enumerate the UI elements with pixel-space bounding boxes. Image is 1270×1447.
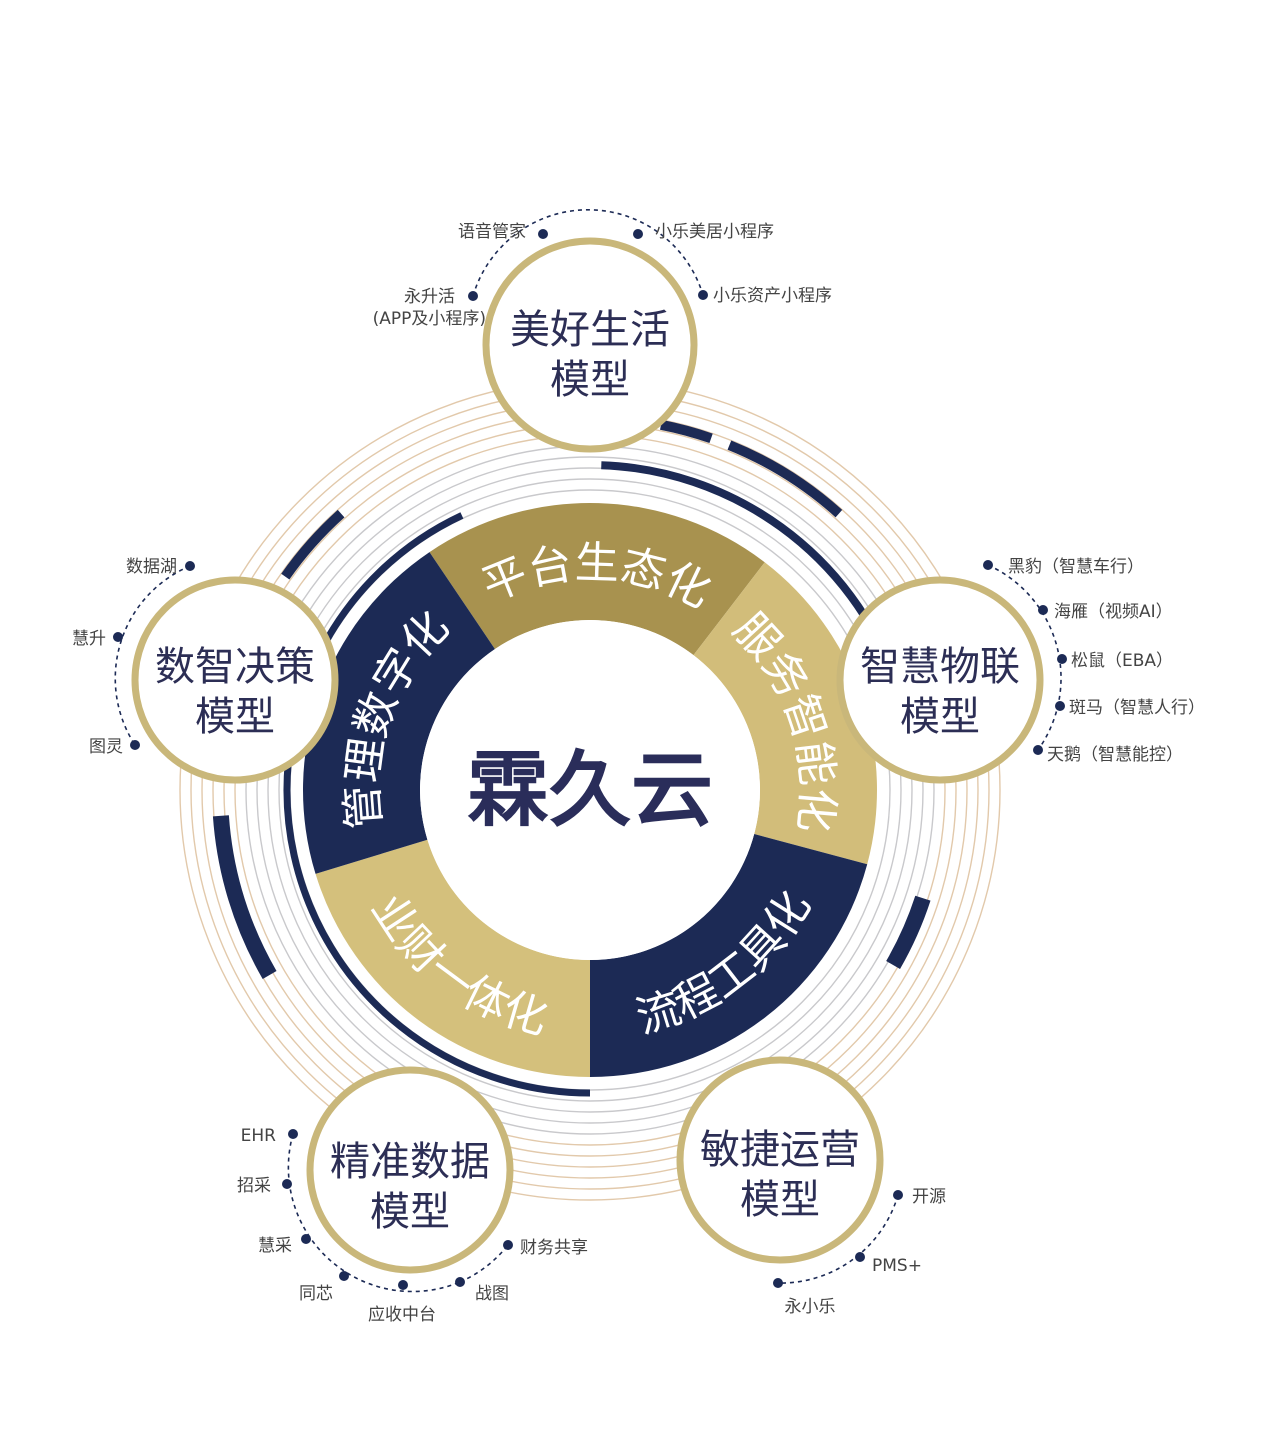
model-circle (482, 237, 698, 453)
item-label: 战图 (475, 1284, 509, 1304)
item-label: 斑马（智慧人行） (1069, 698, 1205, 718)
accent-arc (281, 509, 345, 580)
item-label: 开源 (912, 1187, 946, 1207)
ring-segment (693, 562, 877, 865)
model-decision: 数智决策 模型 数据湖 慧升 图灵 (72, 557, 339, 784)
dot-icon (130, 740, 140, 750)
dot-icon (1038, 605, 1048, 615)
connector-dashed-arc (777, 1194, 899, 1284)
dot-icon (503, 1240, 513, 1250)
dot-icon (301, 1234, 311, 1244)
dot-icon (185, 561, 195, 571)
dot-icon (113, 632, 123, 642)
item-label: 永升活 (404, 287, 455, 307)
item-label: 数据湖 (126, 557, 177, 577)
dot-icon (282, 1179, 292, 1189)
model-iot: 智慧物联 模型 黑豹（智慧车行） 海雁（视频AI） 松鼠（EBA） 斑马（智慧人… (836, 557, 1205, 784)
model-life: 美好生活 模型 语音管家 小乐美居小程序 小乐资产小程序 永升活 (APP及小程… (373, 208, 832, 453)
dot-icon (1055, 701, 1065, 711)
item-label: EHR (241, 1126, 277, 1146)
item-label: 财务共享 (520, 1238, 588, 1258)
connector-dashed-arc (114, 565, 191, 746)
dot-icon (288, 1129, 298, 1139)
item-label: 小乐资产小程序 (713, 286, 832, 306)
model-title: 敏捷运营 (700, 1127, 860, 1173)
dot-icon (633, 229, 643, 239)
center-circle (420, 620, 760, 960)
ring-segment (429, 503, 765, 656)
ring-line (278, 478, 902, 1102)
ring-segment (590, 833, 868, 1077)
model-title: 精准数据 (330, 1139, 490, 1185)
model-title: 美好生活 (510, 307, 670, 353)
item-label: PMS+ (872, 1256, 922, 1276)
item-label: (APP及小程序) (373, 309, 486, 329)
model-circle (836, 576, 1044, 784)
model-subtitle: 模型 (195, 694, 275, 740)
dot-icon (468, 291, 478, 301)
dot-icon (1033, 745, 1043, 755)
model-subtitle: 模型 (900, 694, 980, 740)
accent-arc (212, 815, 277, 979)
item-label: 慧采 (258, 1236, 292, 1256)
dot-icon (1057, 654, 1067, 664)
model-circle (306, 1066, 514, 1274)
dot-icon (983, 560, 993, 570)
ring-segment (315, 839, 590, 1077)
accent-arc (886, 895, 931, 970)
dot-icon (398, 1280, 408, 1290)
center-title: 霖久云 (467, 743, 713, 838)
ring-line (256, 456, 924, 1124)
item-label: 海雁（视频AI） (1054, 602, 1173, 622)
model-ops: 敏捷运营 模型 开源 PMS+ 永小乐 (676, 1056, 946, 1317)
model-subtitle: 模型 (740, 1177, 820, 1223)
item-label: 应收中台 (368, 1305, 436, 1325)
dot-icon (773, 1278, 783, 1288)
accent-arc (727, 440, 843, 518)
dot-icon (455, 1277, 465, 1287)
item-label: 慧升 (72, 629, 106, 649)
item-label: 招采 (237, 1176, 271, 1196)
model-subtitle: 模型 (550, 357, 630, 403)
model-title: 数智决策 (155, 644, 315, 690)
item-label: 同芯 (299, 1284, 333, 1304)
connector-dashed-arc (472, 208, 704, 297)
model-data: 精准数据 模型 EHR 招采 慧采 同芯 应收中台 战图 财务共享 (237, 1066, 588, 1325)
accent-arc (283, 512, 591, 1097)
model-circle (676, 1056, 884, 1264)
capability-ring (302, 503, 877, 1077)
dot-icon (855, 1252, 865, 1262)
item-label: 天鹅（智慧能控） (1047, 745, 1183, 765)
item-label: 松鼠（EBA） (1071, 651, 1173, 671)
model-title: 智慧物联 (860, 644, 1020, 690)
item-label: 黑豹（智慧车行） (1008, 557, 1144, 577)
dot-icon (893, 1190, 903, 1200)
item-label: 小乐美居小程序 (655, 222, 774, 242)
ring-line (267, 467, 913, 1113)
item-label: 语音管家 (458, 222, 526, 242)
item-label: 图灵 (89, 737, 123, 757)
item-label: 永小乐 (785, 1297, 836, 1317)
model-circle (131, 576, 339, 784)
dot-icon (698, 290, 708, 300)
dot-icon (538, 229, 548, 239)
model-subtitle: 模型 (370, 1189, 450, 1235)
dot-icon (339, 1271, 349, 1281)
ring-segment (302, 552, 495, 874)
